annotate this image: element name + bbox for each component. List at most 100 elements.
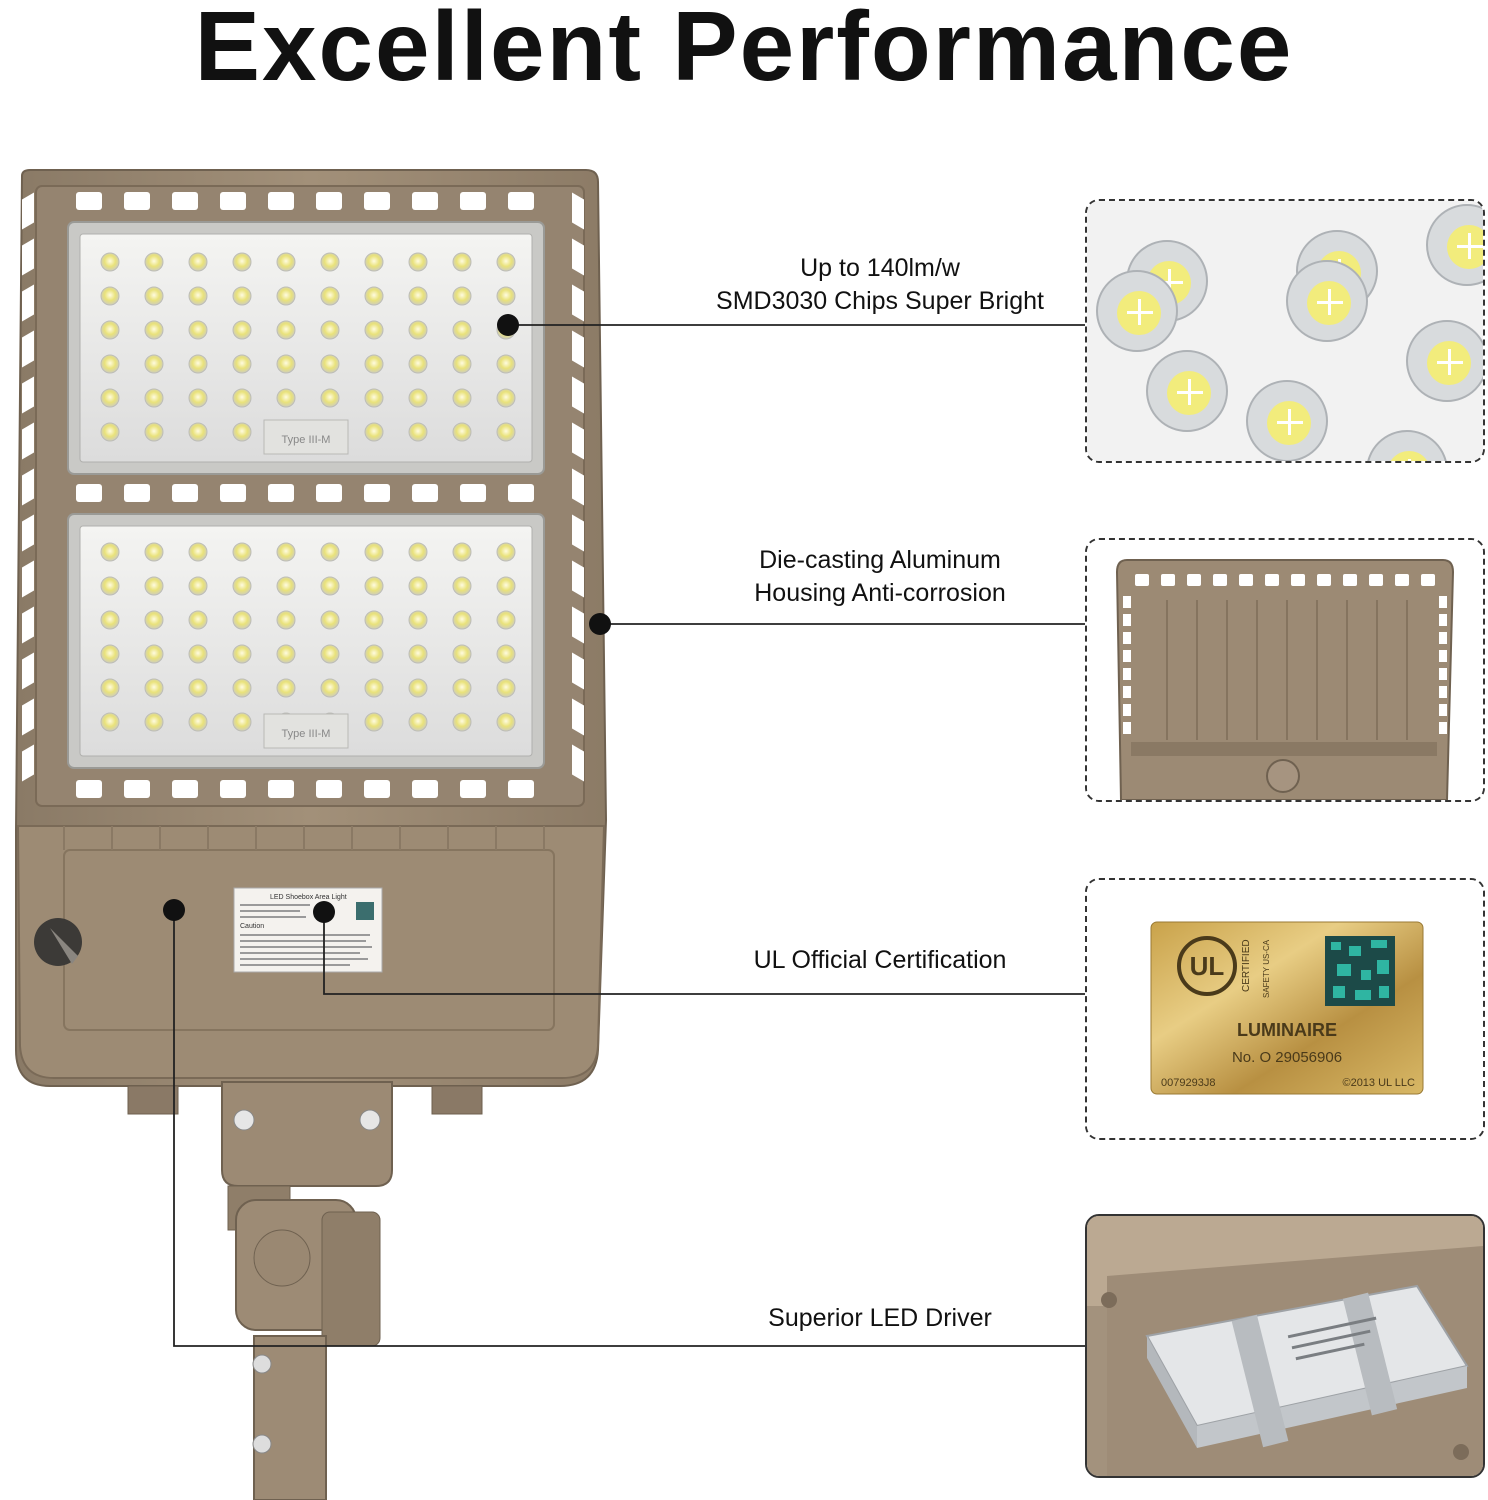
vent-slot	[220, 780, 246, 798]
side-vent-slot	[22, 606, 34, 644]
led-chip	[276, 542, 296, 562]
led-chip	[364, 576, 384, 596]
side-vent-slot	[1123, 686, 1131, 698]
led-chip	[408, 320, 428, 340]
led-chip	[188, 712, 208, 732]
vent-slot	[76, 780, 102, 798]
led-chip	[232, 252, 252, 272]
ul-hologram-label: UL CERTIFIED SAFETY US-CA LUMINAIRE No. …	[1087, 880, 1483, 1138]
side-vent-slot	[1439, 686, 1447, 698]
vent-slot	[316, 484, 342, 502]
led-chip	[408, 678, 428, 698]
ul-safety-text: SAFETY US-CA	[1262, 939, 1271, 998]
vent-slot	[364, 484, 390, 502]
led-chip	[276, 252, 296, 272]
vent-slot	[76, 192, 102, 210]
side-vent-slot	[1439, 650, 1447, 662]
led-chip	[232, 610, 252, 630]
led-chip	[188, 542, 208, 562]
led-chip	[276, 610, 296, 630]
side-vent-slot	[1439, 668, 1447, 680]
led-chip	[232, 388, 252, 408]
led-chip	[144, 354, 164, 374]
ul-luminaire-text: LUMINAIRE	[1237, 1020, 1337, 1040]
led-chip	[188, 422, 208, 442]
led-chip	[188, 576, 208, 596]
led-chip	[276, 576, 296, 596]
feature-chips-line1: Up to 140lm/w	[800, 254, 960, 282]
led-chip	[320, 252, 340, 272]
led-chip	[496, 610, 516, 630]
led-chip	[100, 610, 120, 630]
vent-slot	[124, 780, 150, 798]
vent-slot	[412, 484, 438, 502]
led-driver-closeup-image	[1087, 1216, 1483, 1476]
vent-slot	[76, 484, 102, 502]
led-chip	[144, 422, 164, 442]
led-chip	[188, 320, 208, 340]
led-chip	[364, 388, 384, 408]
callout-led-chips	[1085, 199, 1485, 463]
led-chip	[144, 320, 164, 340]
led-chip	[144, 644, 164, 664]
side-vent-slot	[1123, 668, 1131, 680]
side-vent-slot	[1123, 614, 1131, 626]
vent-slot	[508, 780, 534, 798]
led-chip	[364, 320, 384, 340]
led-chip	[320, 678, 340, 698]
side-vent-slot	[22, 744, 34, 782]
vent-slot	[1369, 574, 1383, 586]
mounting-bracket	[221, 1081, 393, 1187]
vent-slot	[172, 192, 198, 210]
led-chip	[188, 678, 208, 698]
led-chip	[496, 644, 516, 664]
led-chip	[496, 286, 516, 306]
vent-slot	[508, 192, 534, 210]
led-array-lower	[100, 542, 516, 732]
side-vent-slot	[22, 192, 34, 230]
vent-slot	[220, 484, 246, 502]
side-vent-slot	[572, 606, 584, 644]
side-vent-slot	[1439, 614, 1447, 626]
led-chip	[232, 712, 252, 732]
marker-dot-driver	[163, 899, 185, 921]
led-chip	[408, 252, 428, 272]
side-vent-slot	[22, 468, 34, 506]
led-chip	[232, 644, 252, 664]
led-chip	[188, 610, 208, 630]
led-chip	[408, 542, 428, 562]
side-vent-slot	[572, 192, 584, 230]
led-chip	[100, 354, 120, 374]
led-chip	[144, 678, 164, 698]
side-vent-slot	[1439, 632, 1447, 644]
led-chip	[408, 712, 428, 732]
vent-slot	[172, 484, 198, 502]
led-chip	[364, 542, 384, 562]
vent-slot	[172, 780, 198, 798]
side-vent-slot	[22, 560, 34, 598]
marker-dot-ul	[313, 901, 335, 923]
led-chip	[496, 576, 516, 596]
feature-ul-line1: UL Official Certification	[753, 946, 1007, 974]
module-tag-lower: Type III-M	[282, 728, 331, 740]
led-chip	[232, 422, 252, 442]
vent-slot	[268, 484, 294, 502]
led-chip	[232, 286, 252, 306]
led-chip	[188, 644, 208, 664]
led-chip	[364, 712, 384, 732]
vent-slot	[1161, 574, 1175, 586]
led-chip-closeup-image	[1087, 201, 1483, 461]
led-chip	[144, 610, 164, 630]
led-chip	[100, 678, 120, 698]
led-chip	[144, 542, 164, 562]
side-vent-slot	[572, 560, 584, 598]
led-chip	[452, 644, 472, 664]
vent-slot	[508, 484, 534, 502]
side-vent-slot	[572, 468, 584, 506]
vent-slot	[124, 484, 150, 502]
vent-slot	[268, 192, 294, 210]
feature-label-ul: UL Official Certification	[660, 944, 1100, 977]
vent-slot	[412, 780, 438, 798]
led-chip	[320, 610, 340, 630]
side-vent-slot	[22, 698, 34, 736]
